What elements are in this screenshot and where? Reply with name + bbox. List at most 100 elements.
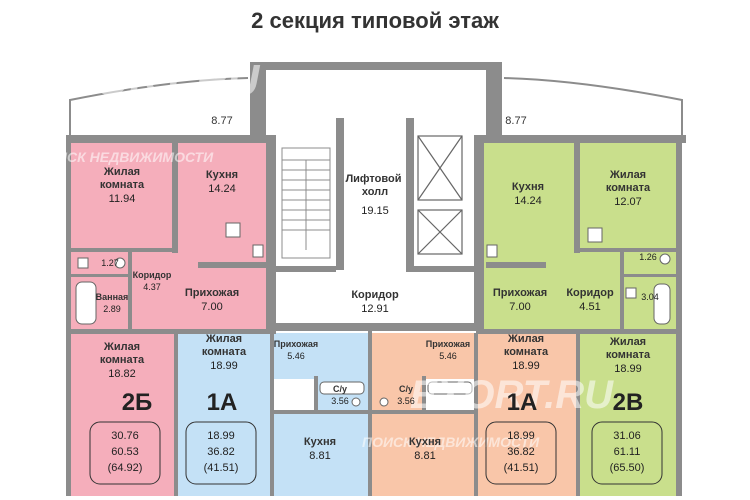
wall <box>368 331 372 496</box>
watermark-main-2: EXORT.RU <box>410 373 614 417</box>
room-area-1a-left-kitchen: 8.81 <box>309 450 330 462</box>
apartment-area-1a-right-2: (41.51) <box>504 462 539 474</box>
room-area-2v-corridor: 4.51 <box>579 301 600 313</box>
room-2b-living2[interactable] <box>70 333 174 496</box>
room-area-2v-wc: 1.26 <box>639 252 657 262</box>
room-area-1a-left-wc: 3.56 <box>331 396 349 406</box>
wall <box>620 250 624 332</box>
room-name-2v-corridor: Коридор <box>566 287 614 299</box>
sink-icon <box>625 287 637 299</box>
sink-icon <box>77 257 89 269</box>
toilet-icon <box>379 397 389 407</box>
stair-steps <box>282 159 330 231</box>
wall <box>314 376 318 412</box>
page-title: 2 секция типовой этаж <box>251 8 499 33</box>
wall <box>266 135 276 330</box>
room-2b-kitchen[interactable] <box>178 143 266 268</box>
room-2b-living1[interactable] <box>70 143 174 248</box>
wall <box>250 62 266 142</box>
corridor-area: 12.91 <box>361 303 389 315</box>
room-area-2b-corridor: 4.37 <box>143 282 161 292</box>
room-name-1a-left-wc: С/у <box>333 384 347 394</box>
wall <box>622 274 678 277</box>
apartment-area-2b-0: 30.76 <box>111 430 139 442</box>
apartment-area-2v-1: 61.11 <box>614 446 641 458</box>
wall <box>406 266 476 272</box>
apartment-area-box-1a-right <box>485 421 557 485</box>
room-1a-right-wc[interactable] <box>372 379 424 413</box>
room-name-2b-corridor: Коридор <box>133 270 172 280</box>
wall <box>270 323 482 331</box>
room-name-1a-left-kitchen: Кухня <box>304 436 336 448</box>
room-name-2b-living2: комната <box>100 354 145 366</box>
wall <box>474 333 478 496</box>
apartment-area-2v-2: (65.50) <box>610 462 645 474</box>
room-area-2v-living1: 12.07 <box>614 196 642 208</box>
room-name-2v-hall: Прихожая <box>493 287 547 299</box>
lift-2 <box>417 209 463 255</box>
balcony-left-area: 8.77 <box>211 115 232 127</box>
room-name-1a-right-hall: Прихожая <box>426 339 470 349</box>
room-name-2b-hall: Прихожая <box>185 287 239 299</box>
wall <box>406 118 414 270</box>
room-area-1a-right-living: 18.99 <box>512 360 540 372</box>
toilet-icon <box>114 257 126 269</box>
room-name-2v-living1: комната <box>606 182 651 194</box>
room-area-2b-living1: 11.94 <box>109 193 136 205</box>
apartment-area-1a-left-1: 36.82 <box>207 446 235 458</box>
room-name-2v-living2: Жилая <box>609 336 646 348</box>
room-1a-right-hall[interactable] <box>372 333 476 379</box>
wall <box>486 262 546 268</box>
apartment-area-2b-2: (64.92) <box>108 462 143 474</box>
wall <box>474 135 484 330</box>
room-area-1a-left-living: 18.99 <box>210 360 238 372</box>
room-name-2v-living2: комната <box>606 349 651 361</box>
lift-hall-area: 19.15 <box>361 205 389 217</box>
room-name-1a-right-kitchen: Кухня <box>409 436 441 448</box>
toilet-icon <box>351 397 361 407</box>
lift-hall-name: Лифтовой холл <box>345 173 404 198</box>
room-area-1a-left-hall: 5.46 <box>287 351 305 361</box>
apartment-code-1a-left: 1А <box>207 389 238 416</box>
wall <box>476 135 686 143</box>
watermark-sub-2: ПОИСК НЕДВИЖИМОСТИ <box>362 434 540 450</box>
lift-1 <box>417 135 463 201</box>
wall <box>336 118 344 270</box>
room-1a-left-kitchen[interactable] <box>272 413 368 496</box>
room-name-2b-bath: Ванная <box>96 292 129 302</box>
room-name-1a-right-living: комната <box>504 346 549 358</box>
wall <box>422 376 426 412</box>
room-name-2b-kitchen: Кухня <box>206 169 238 181</box>
wall <box>476 329 682 334</box>
room-name-1a-left-hall: Прихожая <box>274 339 318 349</box>
apartment-area-1a-left-0: 18.99 <box>207 430 235 442</box>
room-1a-right-living[interactable] <box>476 333 576 496</box>
room-area-1a-right-wc: 3.56 <box>397 396 415 406</box>
room-area-2v-living2: 18.99 <box>614 363 642 375</box>
balcony-left <box>69 77 249 135</box>
wall <box>198 262 266 268</box>
room-area-2v-hall: 7.00 <box>509 301 530 313</box>
wall <box>66 135 71 496</box>
wall <box>276 266 336 272</box>
room-1a-right-kitchen[interactable] <box>372 413 476 496</box>
apartment-area-1a-right-1: 36.82 <box>507 446 535 458</box>
apartment-code-2b: 2Б <box>122 389 153 416</box>
room-1a-left-hall[interactable] <box>272 333 368 379</box>
wall <box>486 62 502 142</box>
room-area-2b-living2: 18.82 <box>108 368 136 380</box>
wall <box>270 333 274 496</box>
room-2v-corridor[interactable] <box>560 250 620 330</box>
stove-icon <box>225 222 241 238</box>
wall <box>174 333 178 496</box>
room-2b-hall[interactable] <box>132 268 266 330</box>
room-area-1a-right-hall: 5.46 <box>439 351 457 361</box>
room-area-2b-wc: 1.27 <box>101 258 119 268</box>
room-2v-living2[interactable] <box>580 333 676 496</box>
watermark-main: EXORT.RU <box>36 56 261 105</box>
bathtub-icon <box>653 283 671 325</box>
wall <box>576 333 580 496</box>
wall <box>70 248 176 252</box>
balcony-right-area: 8.77 <box>505 115 526 127</box>
